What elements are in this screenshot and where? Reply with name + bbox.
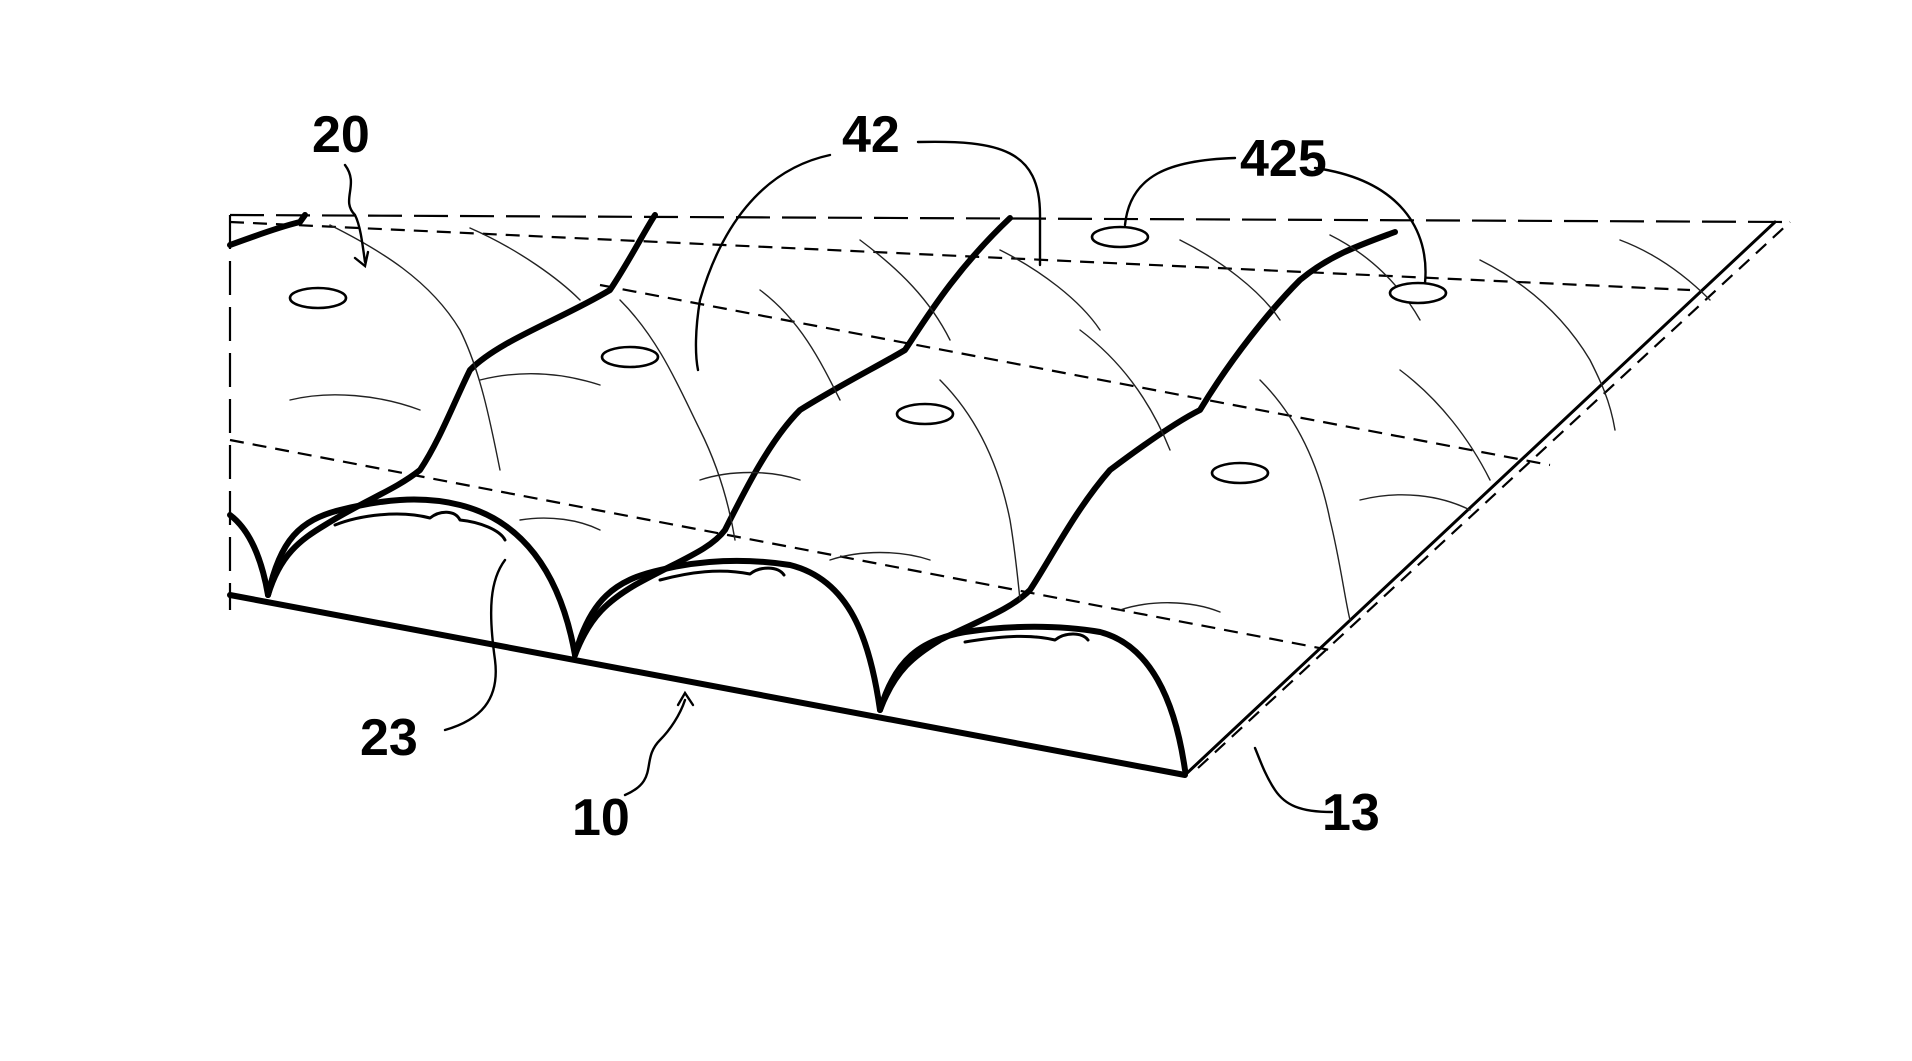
hole-2 — [602, 347, 658, 367]
dashed-boundary — [230, 215, 1790, 610]
label-13: 13 — [1322, 784, 1380, 842]
hole-1 — [290, 288, 346, 308]
row-dashed-lines — [230, 222, 1690, 650]
hole-5 — [1390, 283, 1446, 303]
hole-6 — [1212, 463, 1268, 483]
label-23: 23 — [360, 709, 418, 767]
cushion-ridges — [230, 215, 1395, 710]
label-20: 20 — [312, 106, 370, 164]
label-10: 10 — [572, 789, 630, 847]
hole-4 — [897, 404, 953, 424]
label-425: 425 — [1240, 130, 1327, 188]
hole-3 — [1092, 227, 1148, 247]
base-sheet — [230, 222, 1790, 775]
label-42: 42 — [842, 106, 900, 164]
cushion-holes — [290, 227, 1446, 483]
